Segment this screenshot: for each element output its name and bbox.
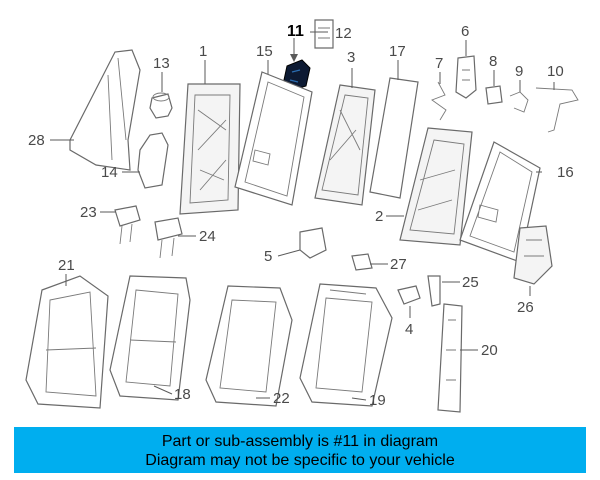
part-6-bracket bbox=[455, 55, 477, 99]
info-banner: Part or sub-assembly is #11 in diagram D… bbox=[14, 427, 586, 473]
callout-8: 8 bbox=[489, 53, 497, 70]
part-14-cover bbox=[137, 132, 169, 189]
part-12-hinge bbox=[314, 19, 334, 49]
callout-5: 5 bbox=[264, 248, 272, 265]
part-7-rod bbox=[431, 81, 447, 121]
callout-labels: 11 12 13 1 15 3 17 6 7 8 9 10 28 14 2 16… bbox=[28, 23, 574, 409]
banner-line-1: Part or sub-assembly is #11 in diagram bbox=[161, 433, 439, 450]
part-5-bracket bbox=[299, 227, 327, 259]
part-1-backrest-frame bbox=[179, 83, 241, 215]
part-17-board bbox=[369, 77, 419, 199]
callout-16: 16 bbox=[557, 164, 574, 181]
callout-4: 4 bbox=[405, 321, 413, 338]
part-10-wire-bracket bbox=[535, 87, 579, 133]
callout-2: 2 bbox=[375, 208, 383, 225]
callout-1: 1 bbox=[199, 43, 207, 60]
part-15-back-panel bbox=[234, 71, 313, 206]
callout-27: 27 bbox=[390, 256, 407, 273]
part-20-pad bbox=[437, 303, 463, 413]
part-4-clip bbox=[397, 285, 421, 305]
part-13-knob bbox=[149, 92, 173, 119]
part-21-seat-cushion bbox=[25, 275, 109, 409]
part-11-highlighted bbox=[283, 59, 311, 91]
leader-lines bbox=[50, 31, 555, 401]
callout-9: 9 bbox=[515, 63, 523, 80]
callout-20: 20 bbox=[481, 342, 498, 359]
callout-7: 7 bbox=[435, 55, 443, 72]
banner-line-2: Diagram may not be specific to your vehi… bbox=[145, 452, 455, 469]
callout-13: 13 bbox=[153, 55, 170, 72]
callout-22: 22 bbox=[273, 390, 290, 407]
part-9-spring bbox=[509, 91, 529, 113]
part-3-backrest-frame bbox=[314, 84, 376, 206]
callout-15: 15 bbox=[256, 43, 273, 60]
callout-28: 28 bbox=[28, 132, 45, 149]
callout-12: 12 bbox=[335, 25, 352, 42]
callout-11: 11 bbox=[287, 23, 304, 40]
callout-25: 25 bbox=[462, 274, 479, 291]
part-19-seat-cover bbox=[299, 283, 393, 407]
callout-24: 24 bbox=[199, 228, 216, 245]
callout-17: 17 bbox=[389, 43, 406, 60]
callout-26: 26 bbox=[517, 299, 534, 316]
callout-18: 18 bbox=[174, 386, 191, 403]
part-27-clip bbox=[351, 253, 373, 271]
callout-21: 21 bbox=[58, 257, 75, 274]
part-26-latch bbox=[513, 225, 553, 285]
part-23-headrest bbox=[114, 205, 141, 245]
part-25-bolt bbox=[427, 275, 441, 307]
callout-23: 23 bbox=[80, 204, 97, 221]
parts-diagram: 11 12 13 1 15 3 17 6 7 8 9 10 28 14 2 16… bbox=[25, 19, 579, 413]
callout-10: 10 bbox=[547, 63, 564, 80]
part-8-clip bbox=[485, 85, 503, 105]
part-24-headrest bbox=[154, 217, 183, 259]
callout-3: 3 bbox=[347, 49, 355, 66]
callout-14: 14 bbox=[101, 164, 118, 181]
part-22-seat-cover bbox=[205, 285, 293, 407]
callout-19: 19 bbox=[369, 392, 386, 409]
part-28-side-trim bbox=[69, 49, 141, 171]
callout-6: 6 bbox=[461, 23, 469, 40]
part-2-frame bbox=[399, 127, 473, 246]
part-18-seat-cushion bbox=[109, 275, 191, 401]
